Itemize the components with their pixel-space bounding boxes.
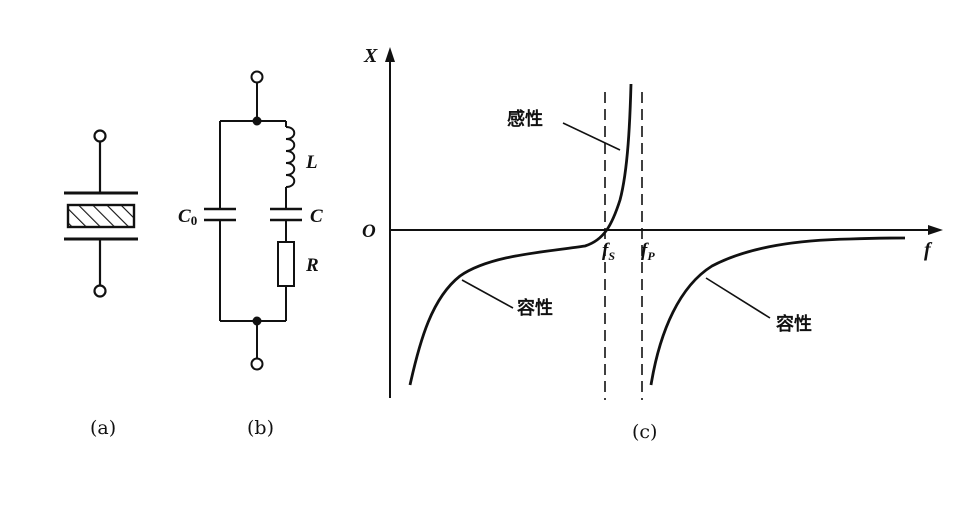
x-axis-label: f — [924, 239, 933, 261]
panel-c-caption: (c) — [632, 421, 657, 443]
l-label: L — [305, 152, 318, 173]
capacitive-right-annotation: 容性 — [776, 313, 812, 335]
y-axis-label: X — [363, 45, 378, 67]
panel-b-caption: (b) — [247, 417, 274, 439]
capacitive-right-leader-line — [705, 277, 771, 319]
c0-label: C0 — [178, 206, 197, 228]
crystal-top-terminal — [93, 129, 107, 143]
capacitive-inductive-curve — [408, 83, 633, 386]
panel-c-reactance-plot — [385, 47, 943, 400]
x-axis-arrow-icon — [928, 225, 943, 235]
circuit-top-terminal — [250, 70, 264, 84]
crystal-bottom-terminal — [93, 284, 107, 298]
resistor-body — [277, 241, 295, 287]
inductive-leader-line — [562, 122, 621, 151]
capacitive-left-annotation: 容性 — [517, 297, 553, 319]
high-frequency-capacitive-curve — [649, 236, 906, 386]
top-junction-dot — [252, 116, 262, 126]
panel-a-crystal-symbol — [64, 129, 138, 298]
origin-label: O — [362, 221, 376, 242]
y-axis-arrow-icon — [385, 47, 395, 62]
inductor-coil — [285, 126, 296, 188]
panel-b-equivalent-circuit — [204, 70, 302, 371]
panel-a-caption: (a) — [90, 417, 116, 439]
crystal-body — [66, 203, 136, 229]
circuit-bottom-terminal — [250, 357, 264, 371]
fs-label: fS — [602, 240, 615, 263]
r-label: R — [305, 255, 319, 276]
capacitive-left-leader-line — [461, 279, 514, 309]
fp-label: fP — [641, 240, 655, 263]
inductive-annotation: 感性 — [507, 108, 543, 130]
c-label: C — [310, 206, 323, 227]
